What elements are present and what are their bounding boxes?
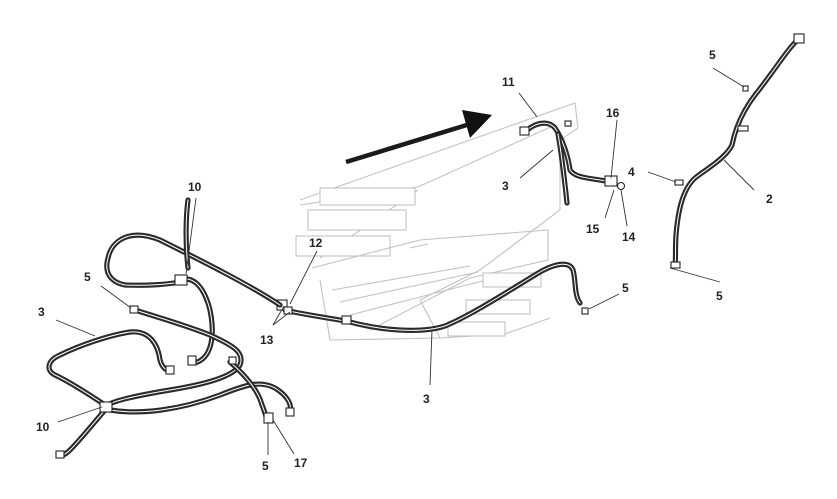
fitting-small (564, 120, 572, 127)
leader-lines (55, 67, 755, 455)
hose-end-connector (129, 305, 139, 314)
hose-end-connector (55, 450, 65, 459)
small-fittings (581, 85, 749, 315)
hose-clip (228, 356, 237, 365)
callout-13: 13 (260, 333, 274, 347)
hose-end-connector (285, 407, 295, 417)
hose-clip (737, 125, 749, 132)
hose-clamp-17 (263, 412, 274, 424)
callout-3: 3 (423, 392, 430, 406)
hose-end-connector (165, 365, 175, 375)
fitting-part-5 (581, 307, 589, 315)
callout-12: 12 (309, 236, 323, 250)
callout-5: 5 (262, 459, 269, 473)
hose-clip (341, 315, 352, 325)
hose-junction-10 (174, 274, 188, 286)
hose-end-connector (519, 126, 530, 136)
callout-labels: 5 2 4 16 15 14 11 3 5 5 3 12 13 10 5 3 1… (36, 48, 773, 473)
callout-5: 5 (84, 270, 91, 284)
vehicle-frame-outline (295, 102, 579, 341)
hose-2 (670, 33, 805, 269)
callout-14: 14 (622, 230, 636, 244)
callout-5: 5 (709, 48, 716, 62)
fitting-part-4 (674, 179, 684, 186)
callout-5: 5 (716, 289, 723, 303)
callout-11: 11 (502, 75, 515, 89)
callout-3: 3 (502, 179, 509, 193)
callout-4: 4 (628, 165, 635, 179)
fitting-nut (616, 181, 626, 191)
hose-bundle-left (46, 197, 295, 459)
hose-junction-10 (99, 401, 113, 413)
callout-5: 5 (622, 281, 629, 295)
callout-10: 10 (188, 180, 202, 194)
callout-3: 3 (38, 305, 45, 319)
callout-10: 10 (36, 420, 50, 434)
callout-16: 16 (606, 106, 620, 120)
hose-end-connector (670, 261, 681, 269)
direction-arrow (345, 110, 492, 165)
hose-clamp-13 (283, 306, 293, 315)
callout-2: 2 (766, 192, 773, 206)
hose-end-connector (187, 355, 197, 366)
hose-3-upper (519, 120, 626, 206)
callout-15: 15 (586, 222, 600, 236)
callout-17: 17 (294, 456, 308, 470)
fitting-part-5 (742, 85, 749, 92)
hose-end-connector (793, 33, 805, 44)
